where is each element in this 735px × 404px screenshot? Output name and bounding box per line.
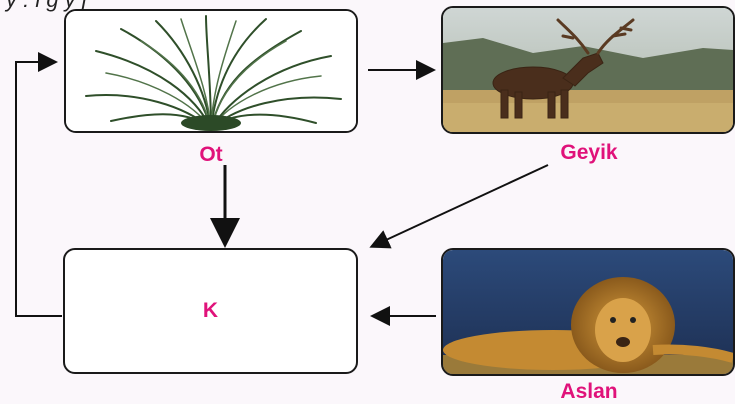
deer-image [443, 8, 733, 132]
arrow-k-to-grass [15, 52, 62, 317]
grass-image [66, 11, 356, 131]
k-node: K [63, 248, 358, 374]
lion-image [443, 250, 733, 374]
k-label: K [202, 299, 219, 322]
arrow-deer-to-k [369, 164, 549, 249]
lion-label: Aslan [560, 380, 618, 403]
deer-label: Geyik [560, 141, 618, 164]
cropped-header-text: y : i ğ y j [6, 0, 87, 13]
grass-node [64, 9, 358, 133]
lion-node [441, 248, 735, 376]
deer-node [441, 6, 735, 134]
grass-label: Ot [199, 143, 223, 166]
